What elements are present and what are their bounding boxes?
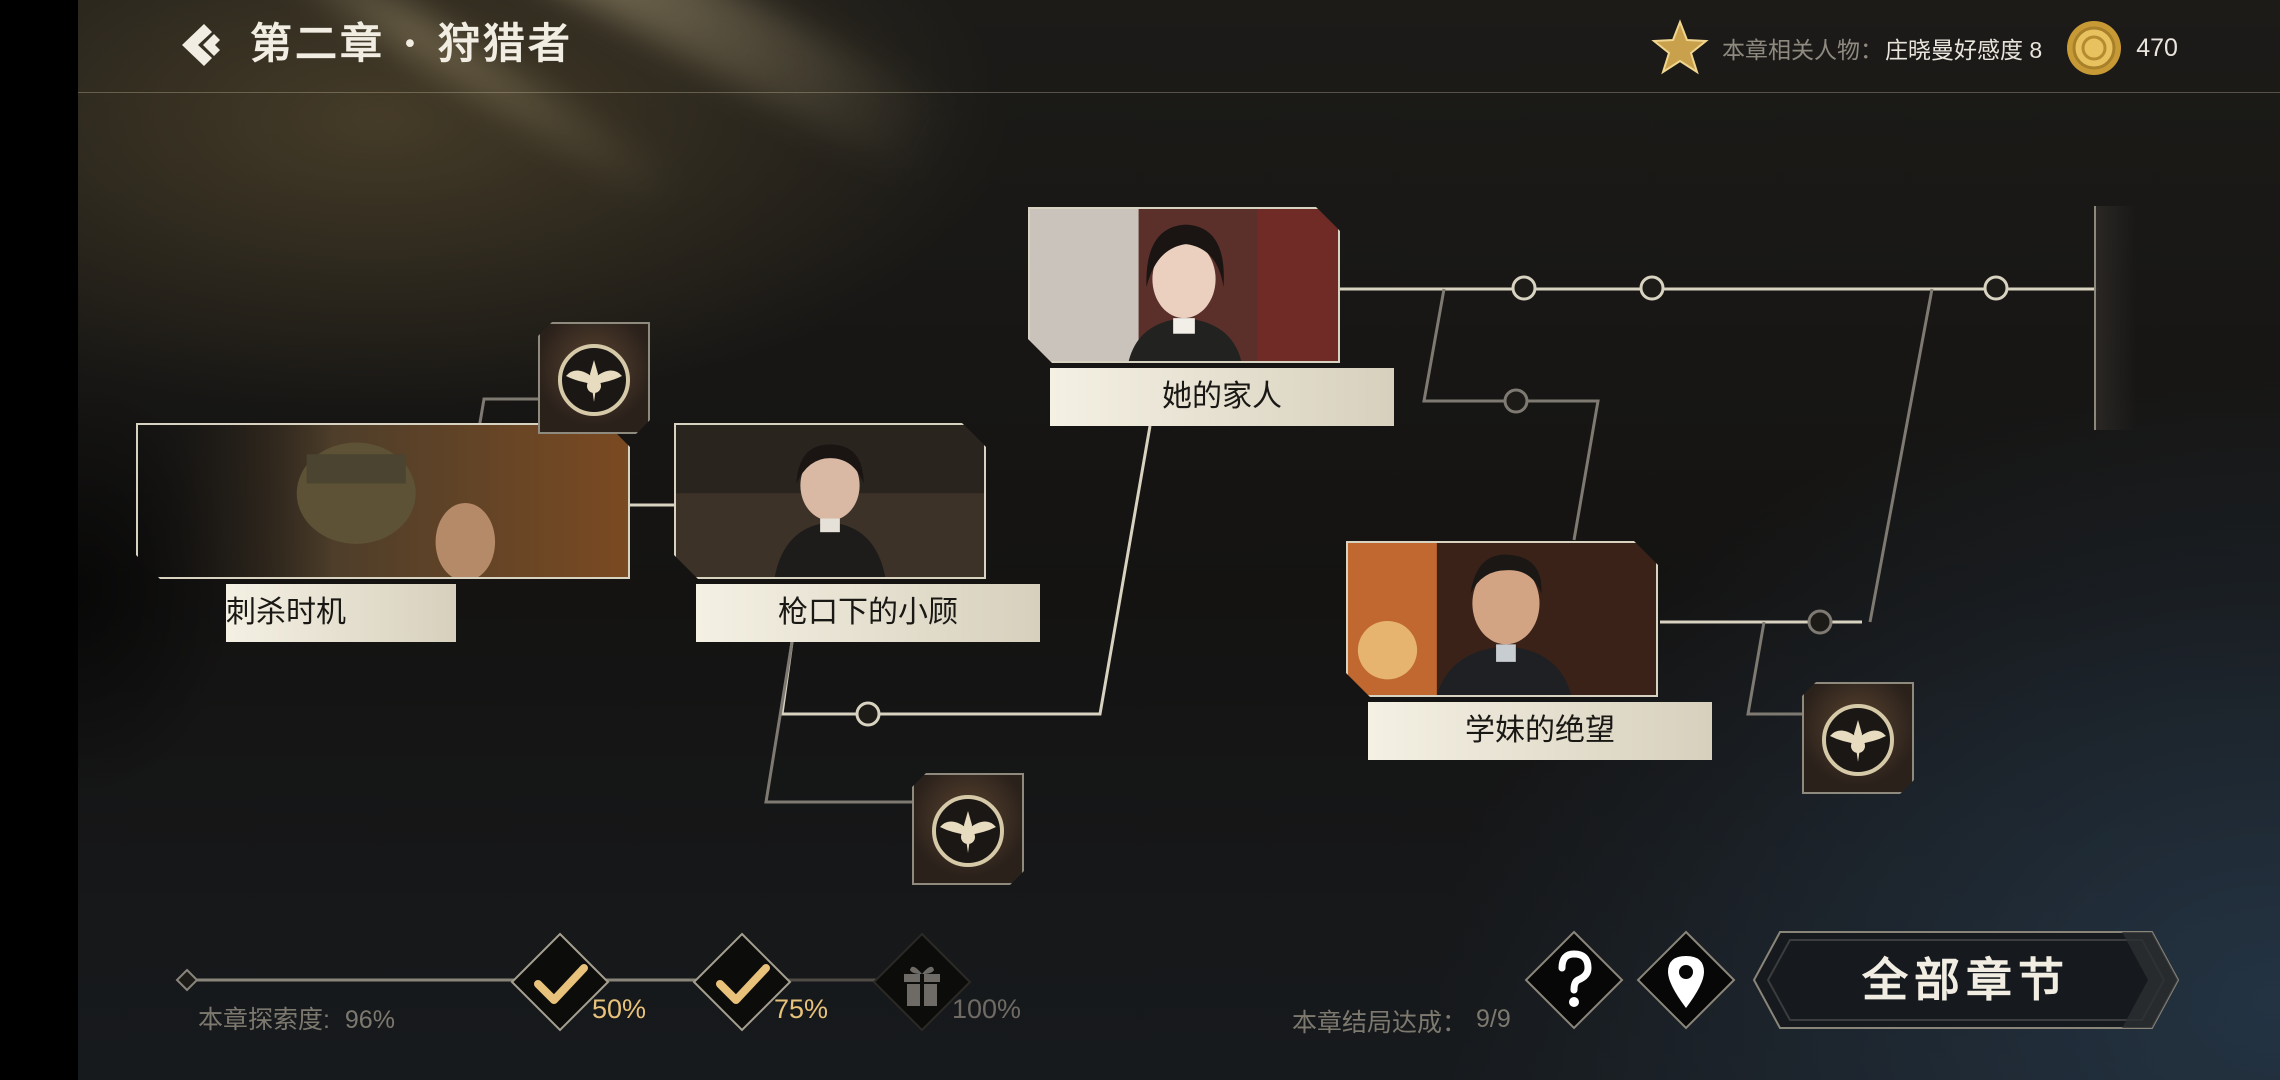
milestone-75-label: 75% [774, 994, 829, 1024]
path-dot [1511, 275, 1537, 301]
milestone-50-label: 50% [592, 994, 647, 1024]
header-stats: 本章相关人物： 庄晓曼好感度 8 470 [1650, 18, 2178, 78]
path-dot [1983, 275, 2009, 301]
path-dot [1639, 275, 1665, 301]
milestone-100[interactable] [870, 930, 974, 1034]
story-node-offscreen[interactable] [2094, 206, 2136, 430]
all-chapters-label: 全部章节 [1862, 953, 2070, 1007]
node-photo[interactable] [1346, 541, 1658, 697]
spider-emblem-icon [540, 324, 648, 432]
node-label-assassination-timing[interactable]: 刺杀时机 [226, 584, 456, 642]
man-suit-photo [1348, 543, 1656, 695]
node-label-little-gu[interactable]: 枪口下的小顾 [696, 584, 1040, 642]
reward-emblem[interactable] [912, 773, 1024, 885]
location-pin-icon [1636, 930, 1736, 1030]
coin-icon [2067, 21, 2122, 75]
star-icon [1651, 19, 1709, 75]
milestone-100-label: 100% [952, 994, 1022, 1024]
progress-label: 本章探索度: 96% [198, 1000, 395, 1036]
node-label-junior-despair[interactable]: 学妹的绝望 [1368, 702, 1712, 760]
progress-start-diamond [175, 968, 199, 992]
back-arrow-icon [182, 24, 220, 66]
path-dot [855, 701, 881, 727]
header-divider [78, 92, 2280, 93]
progress-label-text: 本章探索度: [198, 1006, 330, 1034]
path-dot [1503, 388, 1529, 414]
map-location-button[interactable] [1634, 928, 1738, 1032]
node-label-her-family[interactable]: 她的家人 [1050, 368, 1394, 426]
girl-uniform-photo [676, 425, 984, 577]
milestone-50[interactable] [508, 930, 612, 1034]
question-icon [1524, 930, 1624, 1030]
ending-label: 本章结局达成： [1292, 1009, 1468, 1037]
girl-crying-photo [1030, 209, 1338, 361]
help-button[interactable] [1522, 928, 1626, 1032]
soldier-photo [138, 425, 628, 577]
all-chapters-button[interactable]: 全部章节 [1750, 928, 2182, 1032]
back-button[interactable] [176, 20, 226, 70]
check-icon [510, 932, 610, 1032]
all-chapters-button-frame [1752, 931, 2180, 1029]
node-photo[interactable] [136, 423, 630, 579]
node-photo[interactable] [674, 423, 986, 579]
affection-label: 本章相关人物： [1722, 37, 1883, 63]
check-icon [692, 932, 792, 1032]
chapter-title: 第二章 · 狩猎者 [250, 19, 573, 68]
path-dot [1807, 609, 1833, 635]
ending-value: 9/9 [1476, 1005, 1511, 1033]
progress-value: 96% [344, 1006, 395, 1034]
spider-emblem-icon [914, 775, 1022, 883]
coin-count: 470 [2136, 33, 2178, 62]
affection-value: 庄晓曼好感度 8 [1885, 37, 2043, 63]
milestone-75[interactable] [690, 930, 794, 1034]
reward-emblem[interactable] [538, 322, 650, 434]
node-photo[interactable] [1028, 207, 1340, 363]
spider-emblem-icon [1804, 684, 1912, 792]
gift-icon [872, 932, 972, 1032]
reward-emblem[interactable] [1802, 682, 1914, 794]
